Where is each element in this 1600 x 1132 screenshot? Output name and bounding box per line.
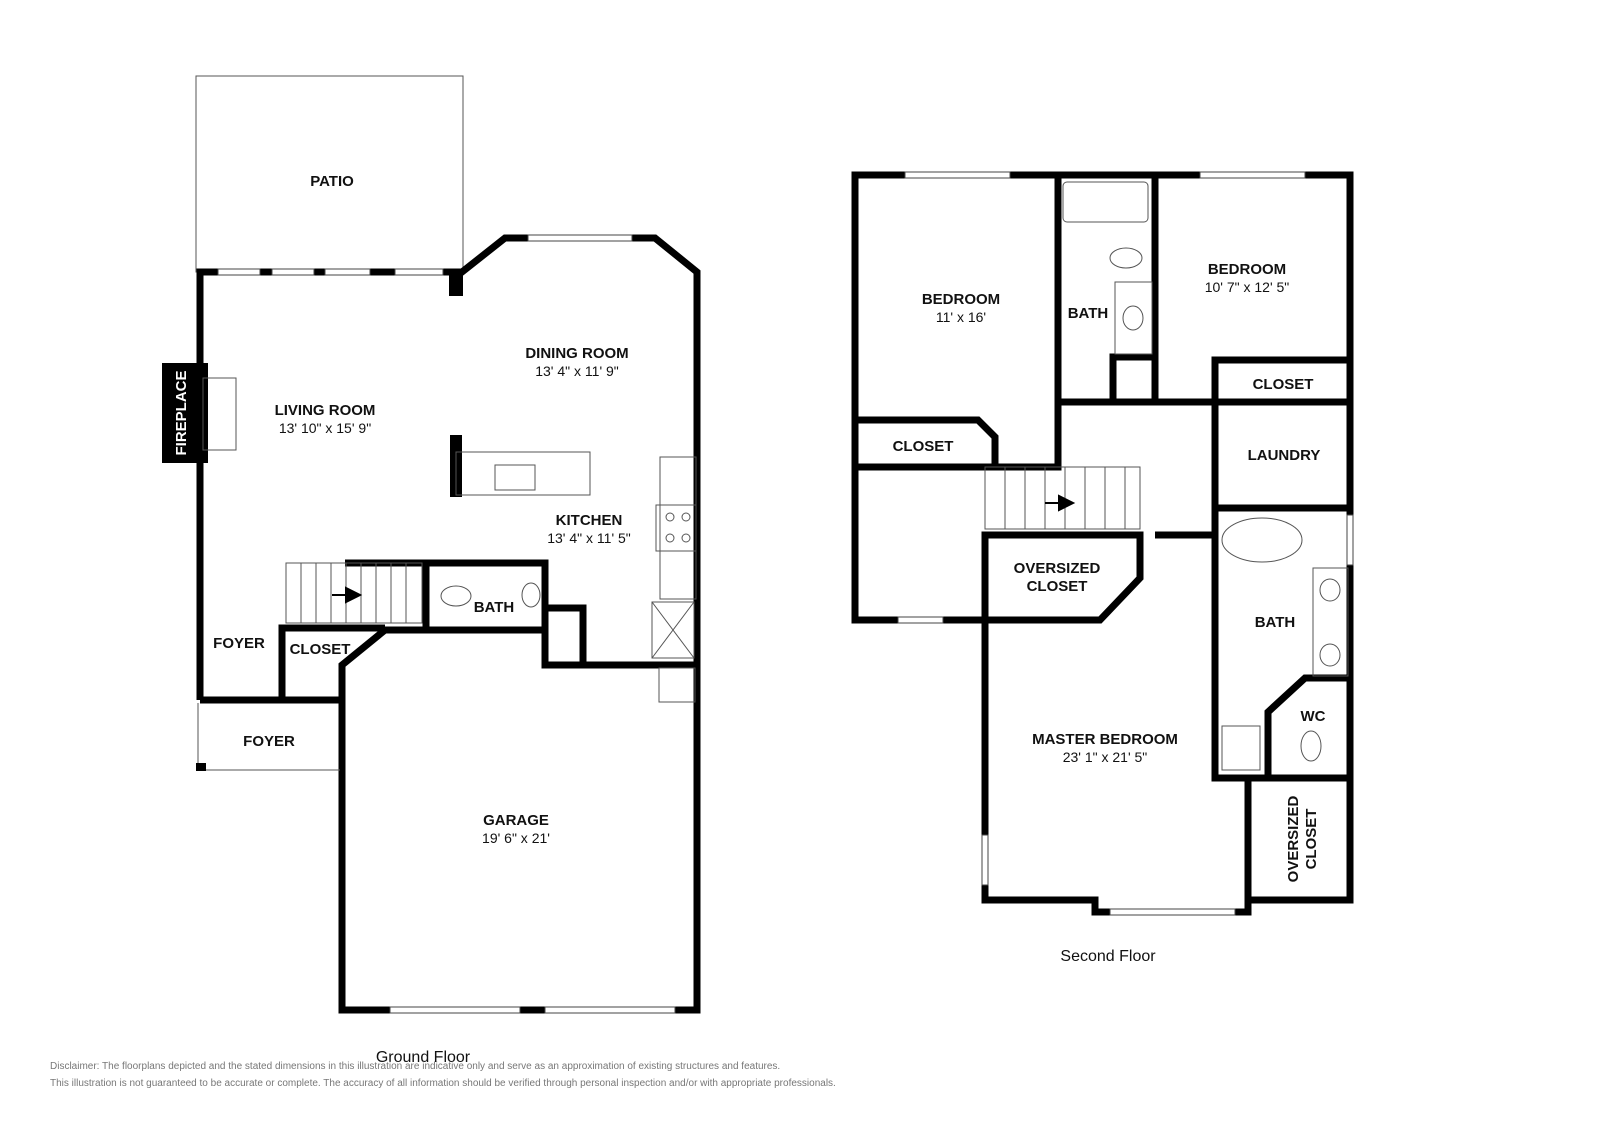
fridge-x xyxy=(651,601,695,659)
counter xyxy=(659,456,697,600)
window xyxy=(389,1006,521,1014)
ground-outer-wall xyxy=(196,234,701,1014)
bedroom1-dims: 11' x 16' xyxy=(936,309,986,325)
window xyxy=(1199,171,1306,179)
wc-wall xyxy=(1264,674,1350,778)
disclaimer-line-1: Disclaimer: The floorplans depicted and … xyxy=(50,1061,780,1072)
small-closet-wall xyxy=(541,604,587,669)
window xyxy=(904,171,1011,179)
bathtub-icon xyxy=(1062,181,1149,223)
closet1-wall xyxy=(855,416,999,467)
window xyxy=(897,616,944,624)
window xyxy=(1109,908,1236,916)
bedroom1-label: BEDROOM xyxy=(922,291,1000,308)
burner xyxy=(681,533,691,543)
second-floor-caption: Second Floor xyxy=(1060,948,1156,965)
garage-label: GARAGE xyxy=(483,812,549,829)
foyer-label: FOYER xyxy=(213,635,265,652)
sink-icon xyxy=(494,464,536,491)
foyer-outer-label: FOYER xyxy=(243,733,295,750)
laundry-wall xyxy=(1211,402,1350,782)
living-room-dims: 13' 10" x 15' 9" xyxy=(279,420,371,436)
dining-room-dims: 13' 4" x 11' 9" xyxy=(535,363,619,379)
window xyxy=(544,1006,676,1014)
window xyxy=(1346,514,1354,566)
kitchen-island xyxy=(455,451,591,496)
toilet-icon xyxy=(440,585,472,607)
stairs xyxy=(285,562,423,624)
bedroom2-label: BEDROOM xyxy=(1208,261,1286,278)
vanity-icon xyxy=(1114,281,1153,355)
bath2-label: BATH xyxy=(1255,614,1296,631)
toilet-icon xyxy=(1300,730,1322,762)
shower-icon xyxy=(1221,725,1261,771)
stairs xyxy=(984,466,1141,530)
dining-room-label: DINING ROOM xyxy=(525,345,628,362)
wc-label: WC xyxy=(1301,708,1326,725)
window xyxy=(394,268,444,276)
kitchen-label: KITCHEN xyxy=(556,512,623,529)
bedroom2-wall xyxy=(1211,356,1350,402)
bath-label: BATH xyxy=(474,599,515,616)
oversized-closet1-label-2: CLOSET xyxy=(1027,578,1088,595)
second-floor: BEDROOM 11' x 16' BATH BEDROOM 10' 7" x … xyxy=(851,171,1354,965)
arrow-right-icon xyxy=(1045,494,1076,512)
vanity-icon xyxy=(1312,567,1349,677)
living-room-label: LIVING ROOM xyxy=(275,402,376,419)
patio-label: PATIO xyxy=(310,173,354,190)
master-bedroom-dims: 23' 1" x 21' 5" xyxy=(1063,749,1148,765)
window xyxy=(271,268,315,276)
pillar xyxy=(449,272,463,296)
stove-icon xyxy=(655,504,697,552)
window xyxy=(981,834,989,886)
bedroom2-dims: 10' 7" x 12' 5" xyxy=(1205,279,1290,295)
stair-bath-wall xyxy=(345,559,549,630)
burner xyxy=(665,512,675,522)
ground-floor-caption: Ground Floor xyxy=(376,1049,471,1066)
sink-icon xyxy=(1319,643,1341,667)
garage-dims: 19' 6" x 21' xyxy=(482,830,550,846)
ground-floor: FIREPLACE PATIO LIVING ROOM 13' 10" x 15… xyxy=(162,75,701,1066)
kitchen-dims: 13' 4" x 11' 5" xyxy=(547,530,631,546)
closet-wall xyxy=(278,624,385,700)
sink-icon xyxy=(1122,305,1144,331)
fridge-icon xyxy=(651,601,695,659)
toilet-icon xyxy=(1109,247,1143,269)
closet-label: CLOSET xyxy=(290,641,351,658)
oversized-closet1-label: OVERSIZED xyxy=(1014,560,1101,577)
disclaimer-line-2: This illustration is not guaranteed to b… xyxy=(50,1078,836,1089)
second-outer-wall xyxy=(851,171,1354,916)
counter xyxy=(658,667,696,703)
closet1-label: CLOSET xyxy=(893,438,954,455)
sink-icon xyxy=(521,582,541,608)
sink-icon xyxy=(1319,578,1341,602)
linen-wall xyxy=(1109,353,1155,402)
closet2-label: CLOSET xyxy=(1253,376,1314,393)
window xyxy=(217,268,261,276)
burner xyxy=(665,533,675,543)
oversized-closet2-label-2: CLOSET xyxy=(1303,809,1320,870)
oversized-closet2-label: OVERSIZED xyxy=(1285,795,1302,882)
fireplace-label: FIREPLACE xyxy=(173,370,190,455)
laundry-label: LAUNDRY xyxy=(1248,447,1321,464)
window xyxy=(324,268,371,276)
window xyxy=(527,234,633,242)
master-bedroom-label: MASTER BEDROOM xyxy=(1032,731,1178,748)
arrow-right-icon xyxy=(332,586,363,604)
post xyxy=(196,763,206,771)
burner xyxy=(681,512,691,522)
bath1-label: BATH xyxy=(1068,305,1109,322)
hearth xyxy=(202,377,237,451)
fireplace xyxy=(162,363,208,463)
bathtub-icon xyxy=(1221,517,1303,563)
